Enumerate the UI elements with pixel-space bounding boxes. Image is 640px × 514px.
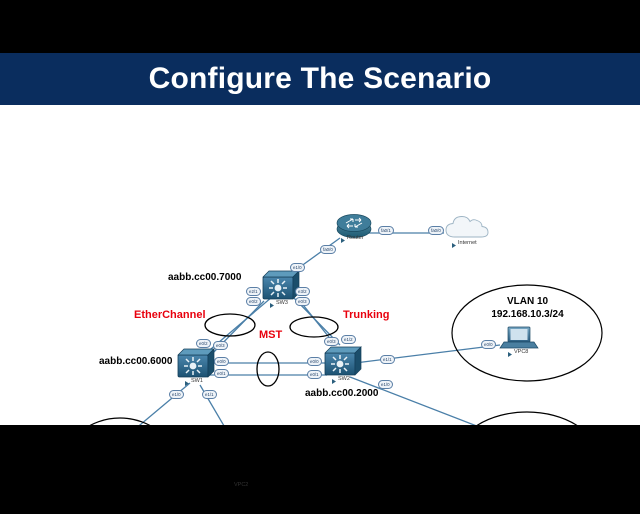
etherchannel-marker-ellipse (204, 313, 256, 337)
link-sw2-vpc8 (354, 344, 501, 364)
device-label-vpc8: VPC8 (514, 349, 529, 355)
link-sw2-vpc9 (349, 376, 476, 425)
iface-label-router-fa0-0: fa0/0 (320, 245, 336, 254)
vlan-subnet: 192.168.20.1/24 (212, 502, 286, 513)
iface-label-sw1-e0-2: e0/2 (196, 339, 211, 348)
iface-label-sw2-e0-1: e0/1 (307, 370, 322, 379)
device-vpc8[interactable] (499, 326, 539, 349)
vlan-ellipse-vlan10-left (89, 417, 151, 425)
vlan-ellipse-vlan20-right (476, 411, 578, 425)
annotation-ellipses (204, 313, 339, 387)
vlan-group-vlan20-mid: VLAN 20 192.168.20.1/24 (190, 488, 308, 514)
vlan-group-vlan10-right: VLAN 10 192.168.10.3/24 (470, 295, 585, 321)
iface-label-sw3-e0-3: e0/3 (295, 297, 310, 306)
vlan-subnet: 192.168.10.3/24 (491, 309, 564, 320)
device-sw3[interactable] (262, 270, 300, 300)
title-banner: Configure The Scenario (0, 53, 640, 105)
iface-label-sw3-e3-2: e3/2 (295, 287, 310, 296)
device-sw2[interactable] (324, 346, 362, 376)
iface-label-sw3-e2-1: e2/1 (246, 287, 261, 296)
annotation-etherchannel: EtherChannel (134, 309, 206, 321)
device-name-markers (185, 238, 512, 386)
device-label-sw2: SW2 (338, 376, 350, 382)
vlan-group-outlines (89, 284, 603, 425)
mst-marker-ellipse (256, 351, 280, 387)
network-diagram-canvas: Router Internet SW3 SW1 SW2 VPC8 VPC9 VP… (0, 105, 640, 513)
device-internet-cloud[interactable] (445, 216, 489, 238)
page-title: Configure The Scenario (148, 62, 492, 95)
iface-label-sw2-e1-2: e1/2 (341, 335, 356, 344)
iface-label-sw1-e0-0: e0/0 (214, 357, 229, 366)
mac-label-sw2: aabb.cc00.2000 (305, 388, 379, 399)
letterbox-bottom-bar (0, 425, 640, 480)
iface-label-sw3-e0-2: e0/2 (246, 297, 261, 306)
vlan-name: VLAN 20 (228, 489, 270, 500)
link-sw1-sw3-b (205, 300, 265, 361)
iface-label-sw1-e1-1: e1/1 (202, 390, 217, 399)
iface-label-router-fa0-1: fa0/1 (378, 226, 394, 235)
iface-label-sw1-e1-0: e1/0 (169, 390, 184, 399)
device-label-router: Router (347, 235, 364, 241)
iface-label-sw3-e1-0: e1/0 (290, 263, 305, 272)
letterbox-top-bar (0, 0, 640, 53)
device-label-internet: Internet (458, 240, 477, 246)
iface-label-sw2-e0-0: e0/0 (307, 357, 322, 366)
iface-label-vpc8-e0-0: e0/0 (481, 340, 496, 349)
device-label-sw3: SW3 (276, 300, 288, 306)
iface-label-sw2-e0-3: e0/3 (324, 337, 339, 346)
device-sw1[interactable] (177, 348, 215, 378)
iface-label-internet-fa0-0: fa0/0 (428, 226, 444, 235)
link-sw3-sw2-b (299, 300, 333, 342)
device-router[interactable] (336, 214, 372, 238)
vlan-ellipse-vlan10-right (451, 284, 603, 382)
annotation-mst: MST (259, 329, 283, 341)
mac-label-sw3: aabb.cc00.7000 (168, 272, 242, 283)
vlan-name: VLAN 10 (506, 296, 549, 307)
iface-label-sw1-e0-1: e0/1 (214, 369, 229, 378)
annotation-trunking: Trunking (343, 309, 390, 321)
mac-label-sw1: aabb.cc00.6000 (99, 356, 173, 367)
vlan-subnet: 192.168.10.1/24 (84, 487, 158, 498)
device-label-sw1: SW1 (191, 378, 203, 384)
trunking-marker-ellipse (289, 316, 339, 338)
iface-label-sw2-e1-0: e1/0 (378, 380, 393, 389)
topology-svg (89, 214, 603, 425)
iface-label-sw2-e1-1: e1/1 (380, 355, 395, 364)
iface-label-sw1-e0-3: e0/3 (213, 341, 228, 350)
